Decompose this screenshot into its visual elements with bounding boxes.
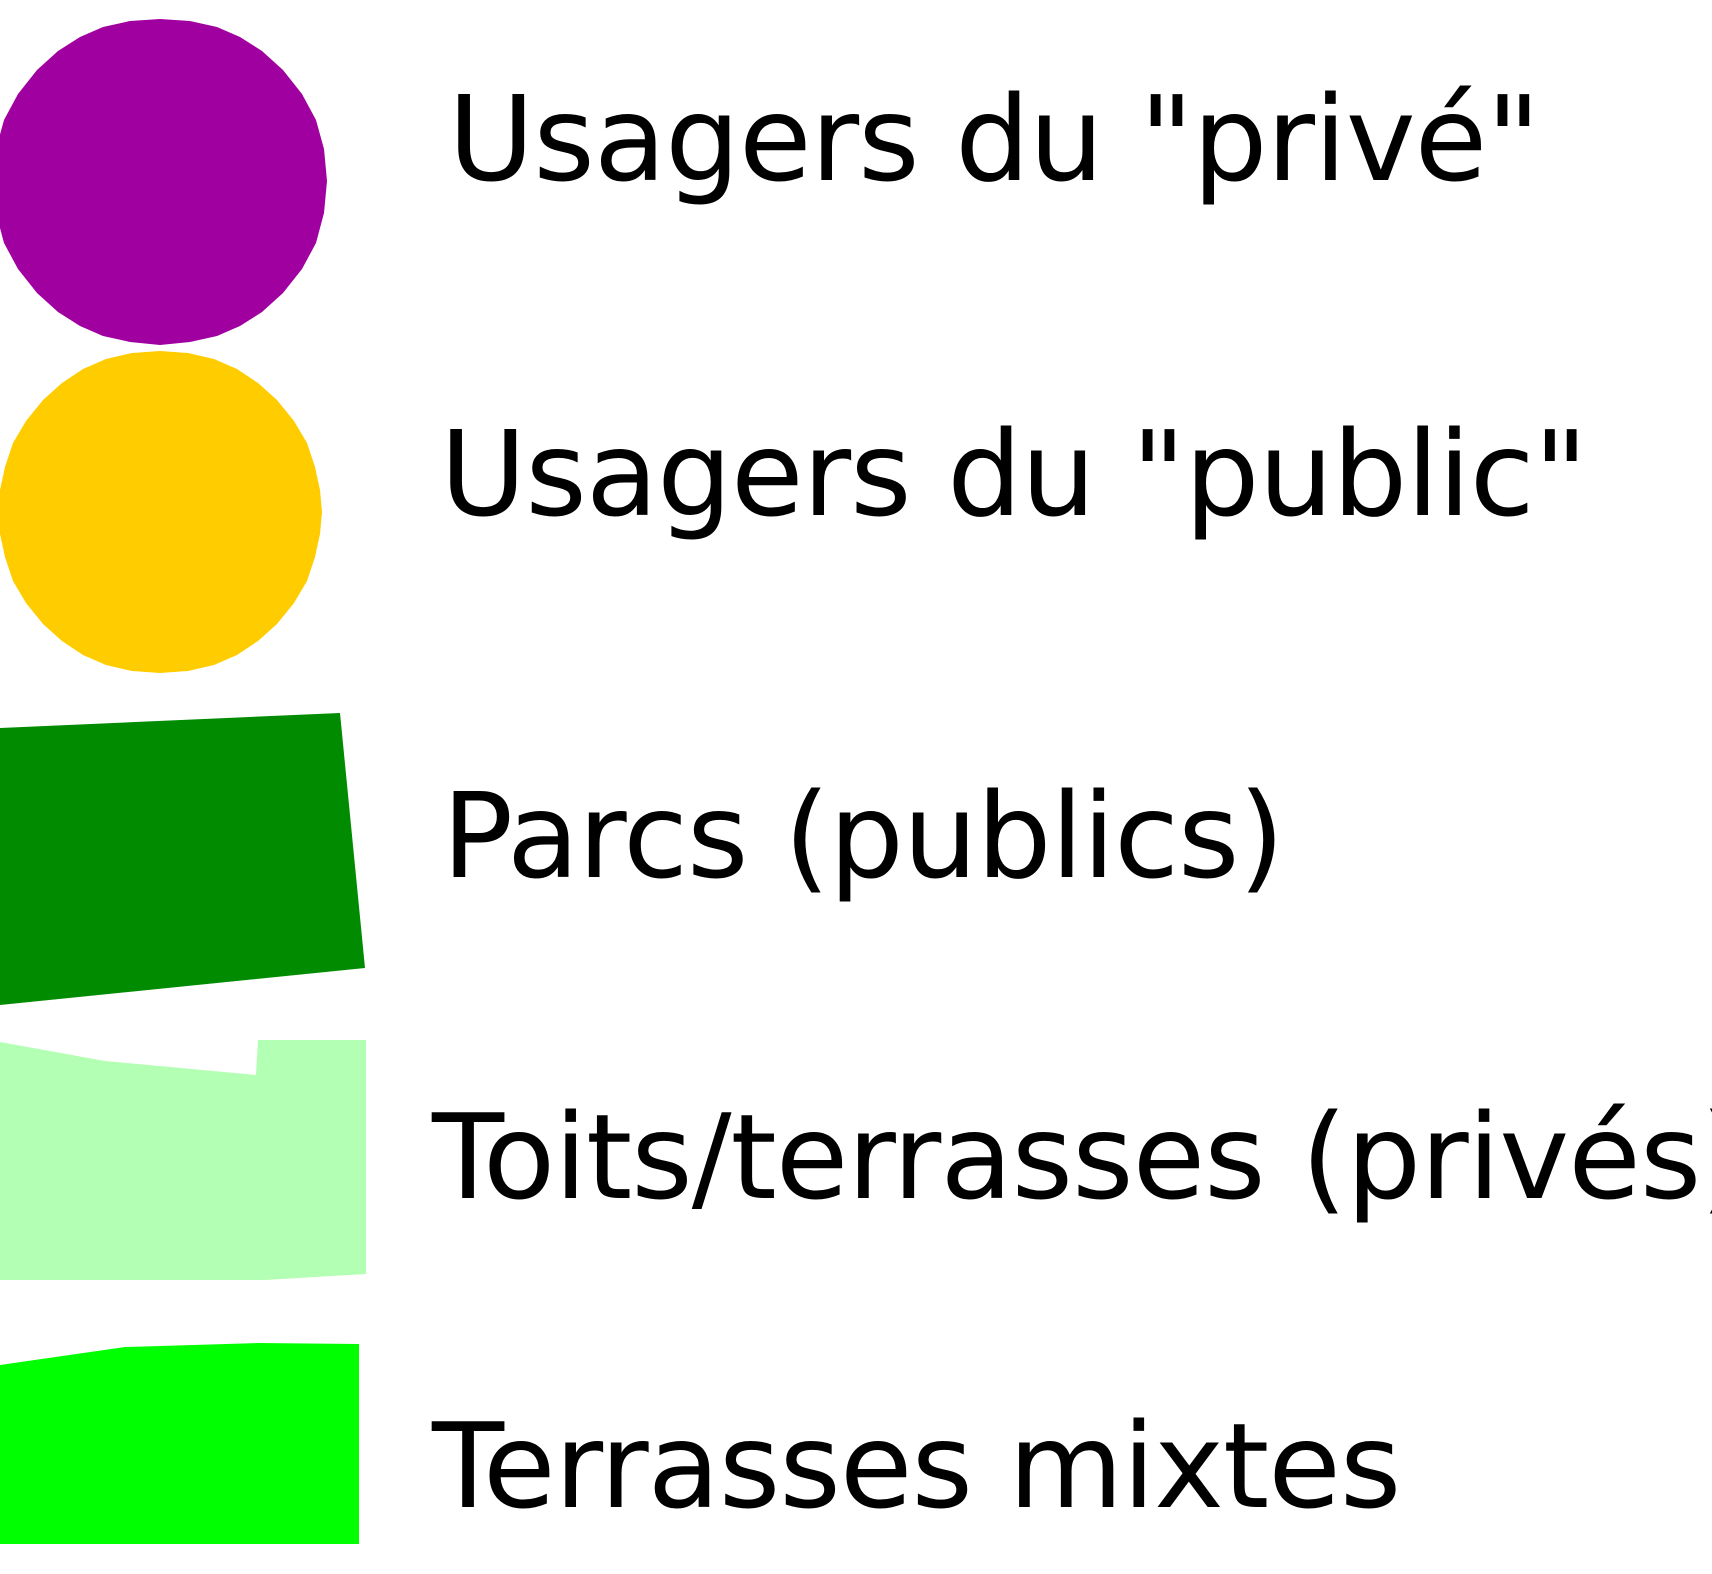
legend-label-parks: Parcs (publics) [442, 767, 1285, 905]
public-users-circle-icon [0, 351, 322, 673]
legend-label-private-users: Usagers du "privé" [448, 70, 1541, 208]
mixed-terraces-area-icon [0, 1343, 359, 1544]
legend-label-rooftops-terraces: Toits/terrasses (privés) [432, 1088, 1712, 1226]
private-users-circle-icon [0, 19, 327, 345]
rooftops-terraces-area-icon [0, 1040, 366, 1280]
legend-label-mixed-terraces: Terrasses mixtes [432, 1397, 1401, 1535]
legend-label-public-users: Usagers du "public" [440, 405, 1588, 543]
parks-area-icon [0, 713, 365, 1005]
